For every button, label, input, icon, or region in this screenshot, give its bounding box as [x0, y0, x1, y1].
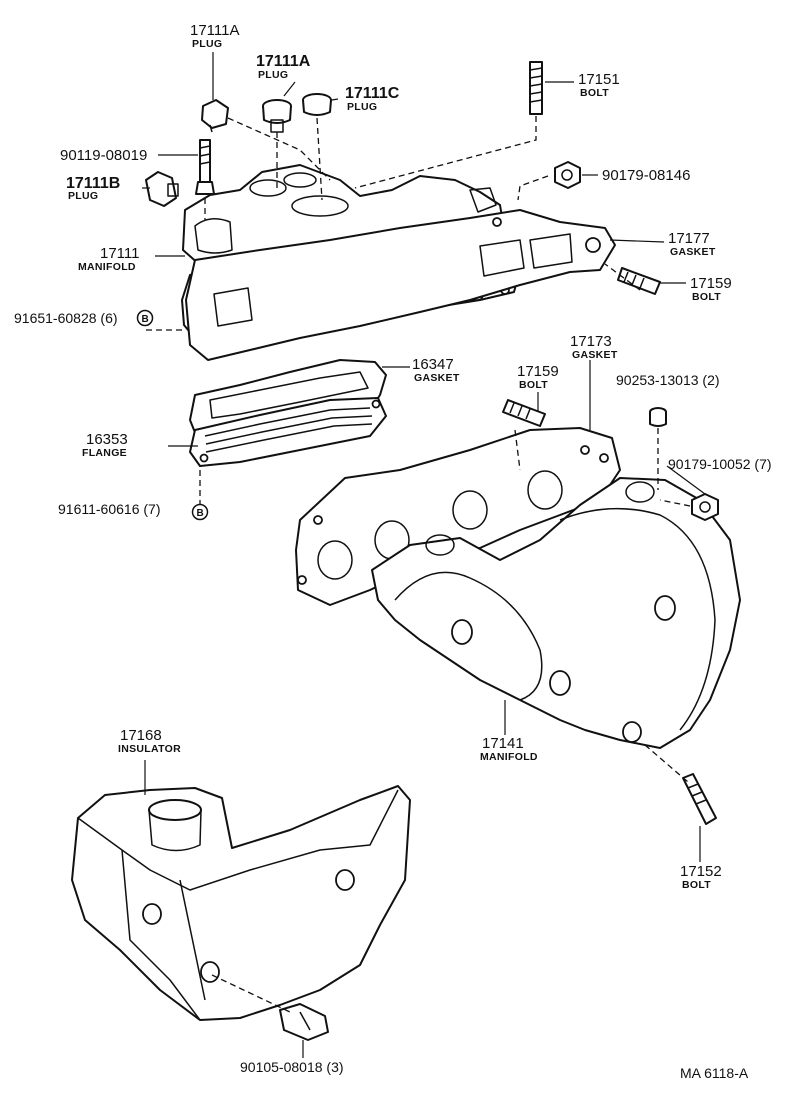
exhaust-manifold	[371, 477, 741, 749]
bolt-17151	[529, 61, 543, 115]
part-number: 90105-08018 (3)	[240, 1059, 344, 1075]
callout-17159-right: 17159 BOLT	[690, 275, 732, 303]
bolt-17159-mid	[502, 399, 546, 427]
part-number: 90119-08019	[60, 147, 147, 164]
part-name: BOLT	[519, 379, 548, 391]
reference-marker-b	[191, 503, 209, 521]
callout-16353: 16353 FLANGE	[82, 431, 128, 459]
callout-17111: 17111 MANIFOLD	[78, 245, 140, 273]
part-name: PLUG	[192, 38, 222, 50]
callout-90119-08019: 90119-08019	[60, 147, 147, 164]
stud-17152	[682, 773, 717, 825]
callout-17177: 17177 GASKET	[668, 230, 716, 258]
exhaust-insulator	[71, 785, 411, 1021]
reference-marker-letter: B	[142, 314, 149, 325]
part-name: BOLT	[692, 291, 721, 303]
part-number: 90179-10052 (7)	[668, 456, 772, 472]
part-number: 17159	[690, 275, 732, 292]
callout-17111a-top: 17111A PLUG	[190, 22, 240, 50]
plug-17111a-left	[201, 99, 229, 133]
callout-16347: 16347 GASKET	[412, 356, 460, 384]
bolt-90119-08019	[195, 139, 215, 195]
callout-17159-mid: 17159 BOLT	[517, 363, 559, 391]
callout-17141: 17141 MANIFOLD	[480, 735, 538, 763]
callout-17168: 17168 INSULATOR	[118, 727, 181, 755]
part-number: 17111C	[345, 85, 400, 102]
callout-17111a-mid: 17111A PLUG	[256, 53, 311, 81]
part-name: PLUG	[68, 190, 98, 202]
callout-17173: 17173 GASKET	[570, 333, 618, 361]
part-name: BOLT	[580, 87, 609, 99]
part-number: 16353	[86, 431, 128, 448]
part-number: 91611-60616 (7)	[58, 501, 160, 517]
diagram-code: MA 6118-A	[680, 1065, 749, 1081]
part-number: 17151	[578, 71, 620, 88]
part-name: GASKET	[670, 246, 716, 258]
nut-90179-10052	[691, 493, 719, 521]
part-number: 17111	[100, 245, 140, 262]
part-number: 90179-08146	[602, 167, 690, 184]
flange-16353	[189, 397, 387, 467]
callout-90179-10052: 90179-10052 (7)	[668, 456, 772, 472]
part-number: 17152	[680, 863, 722, 880]
callout-91611-60616: 91611-60616 (7) B	[58, 501, 209, 521]
part-name: BOLT	[682, 879, 711, 891]
callout-90253-13013: 90253-13013 (2)	[616, 372, 720, 388]
part-number: 91651-60828 (6)	[14, 310, 118, 326]
part-number: 16347	[412, 356, 454, 373]
callout-17152: 17152 BOLT	[680, 863, 722, 891]
part-name: PLUG	[347, 101, 377, 113]
part-name: INSULATOR	[118, 743, 181, 755]
bolt-90105-08018	[279, 1003, 329, 1041]
leader-lines	[142, 52, 706, 1058]
bushing-90253-13013	[649, 407, 667, 427]
part-number: 17111B	[66, 175, 120, 192]
part-number: 17177	[668, 230, 710, 247]
callout-90179-08146: 90179-08146	[602, 167, 690, 184]
part-number: 17168	[120, 727, 162, 744]
callout-90105-08018: 90105-08018 (3)	[240, 1059, 344, 1075]
nut-90179-08146	[554, 161, 581, 189]
part-number: 17111A	[256, 53, 311, 70]
plug-17111b	[145, 171, 179, 207]
callout-17151: 17151 BOLT	[578, 71, 620, 99]
callout-17111c: 17111C PLUG	[345, 85, 400, 113]
part-number: 17111A	[190, 22, 240, 39]
part-number: 17141	[482, 735, 524, 752]
reference-marker-letter: B	[197, 508, 204, 519]
part-number: 90253-13013 (2)	[616, 372, 720, 388]
callout-17111b: 17111B PLUG	[66, 175, 120, 202]
part-name: MANIFOLD	[480, 751, 538, 763]
plug-17111c	[302, 93, 332, 116]
part-name: MANIFOLD	[78, 261, 136, 273]
plug-17111a-center	[262, 99, 292, 133]
part-name: GASKET	[414, 372, 460, 384]
callout-91651-60828: 91651-60828 (6) B	[14, 309, 154, 327]
part-name: FLANGE	[82, 447, 127, 459]
part-name: GASKET	[572, 349, 618, 361]
reference-marker-b	[136, 309, 154, 327]
bolt-17159-right	[617, 267, 661, 295]
part-number: 17173	[570, 333, 612, 350]
part-number: 17159	[517, 363, 559, 380]
gasket-17177	[185, 209, 616, 361]
part-name: PLUG	[258, 69, 288, 81]
assembly-lines	[146, 116, 691, 1013]
